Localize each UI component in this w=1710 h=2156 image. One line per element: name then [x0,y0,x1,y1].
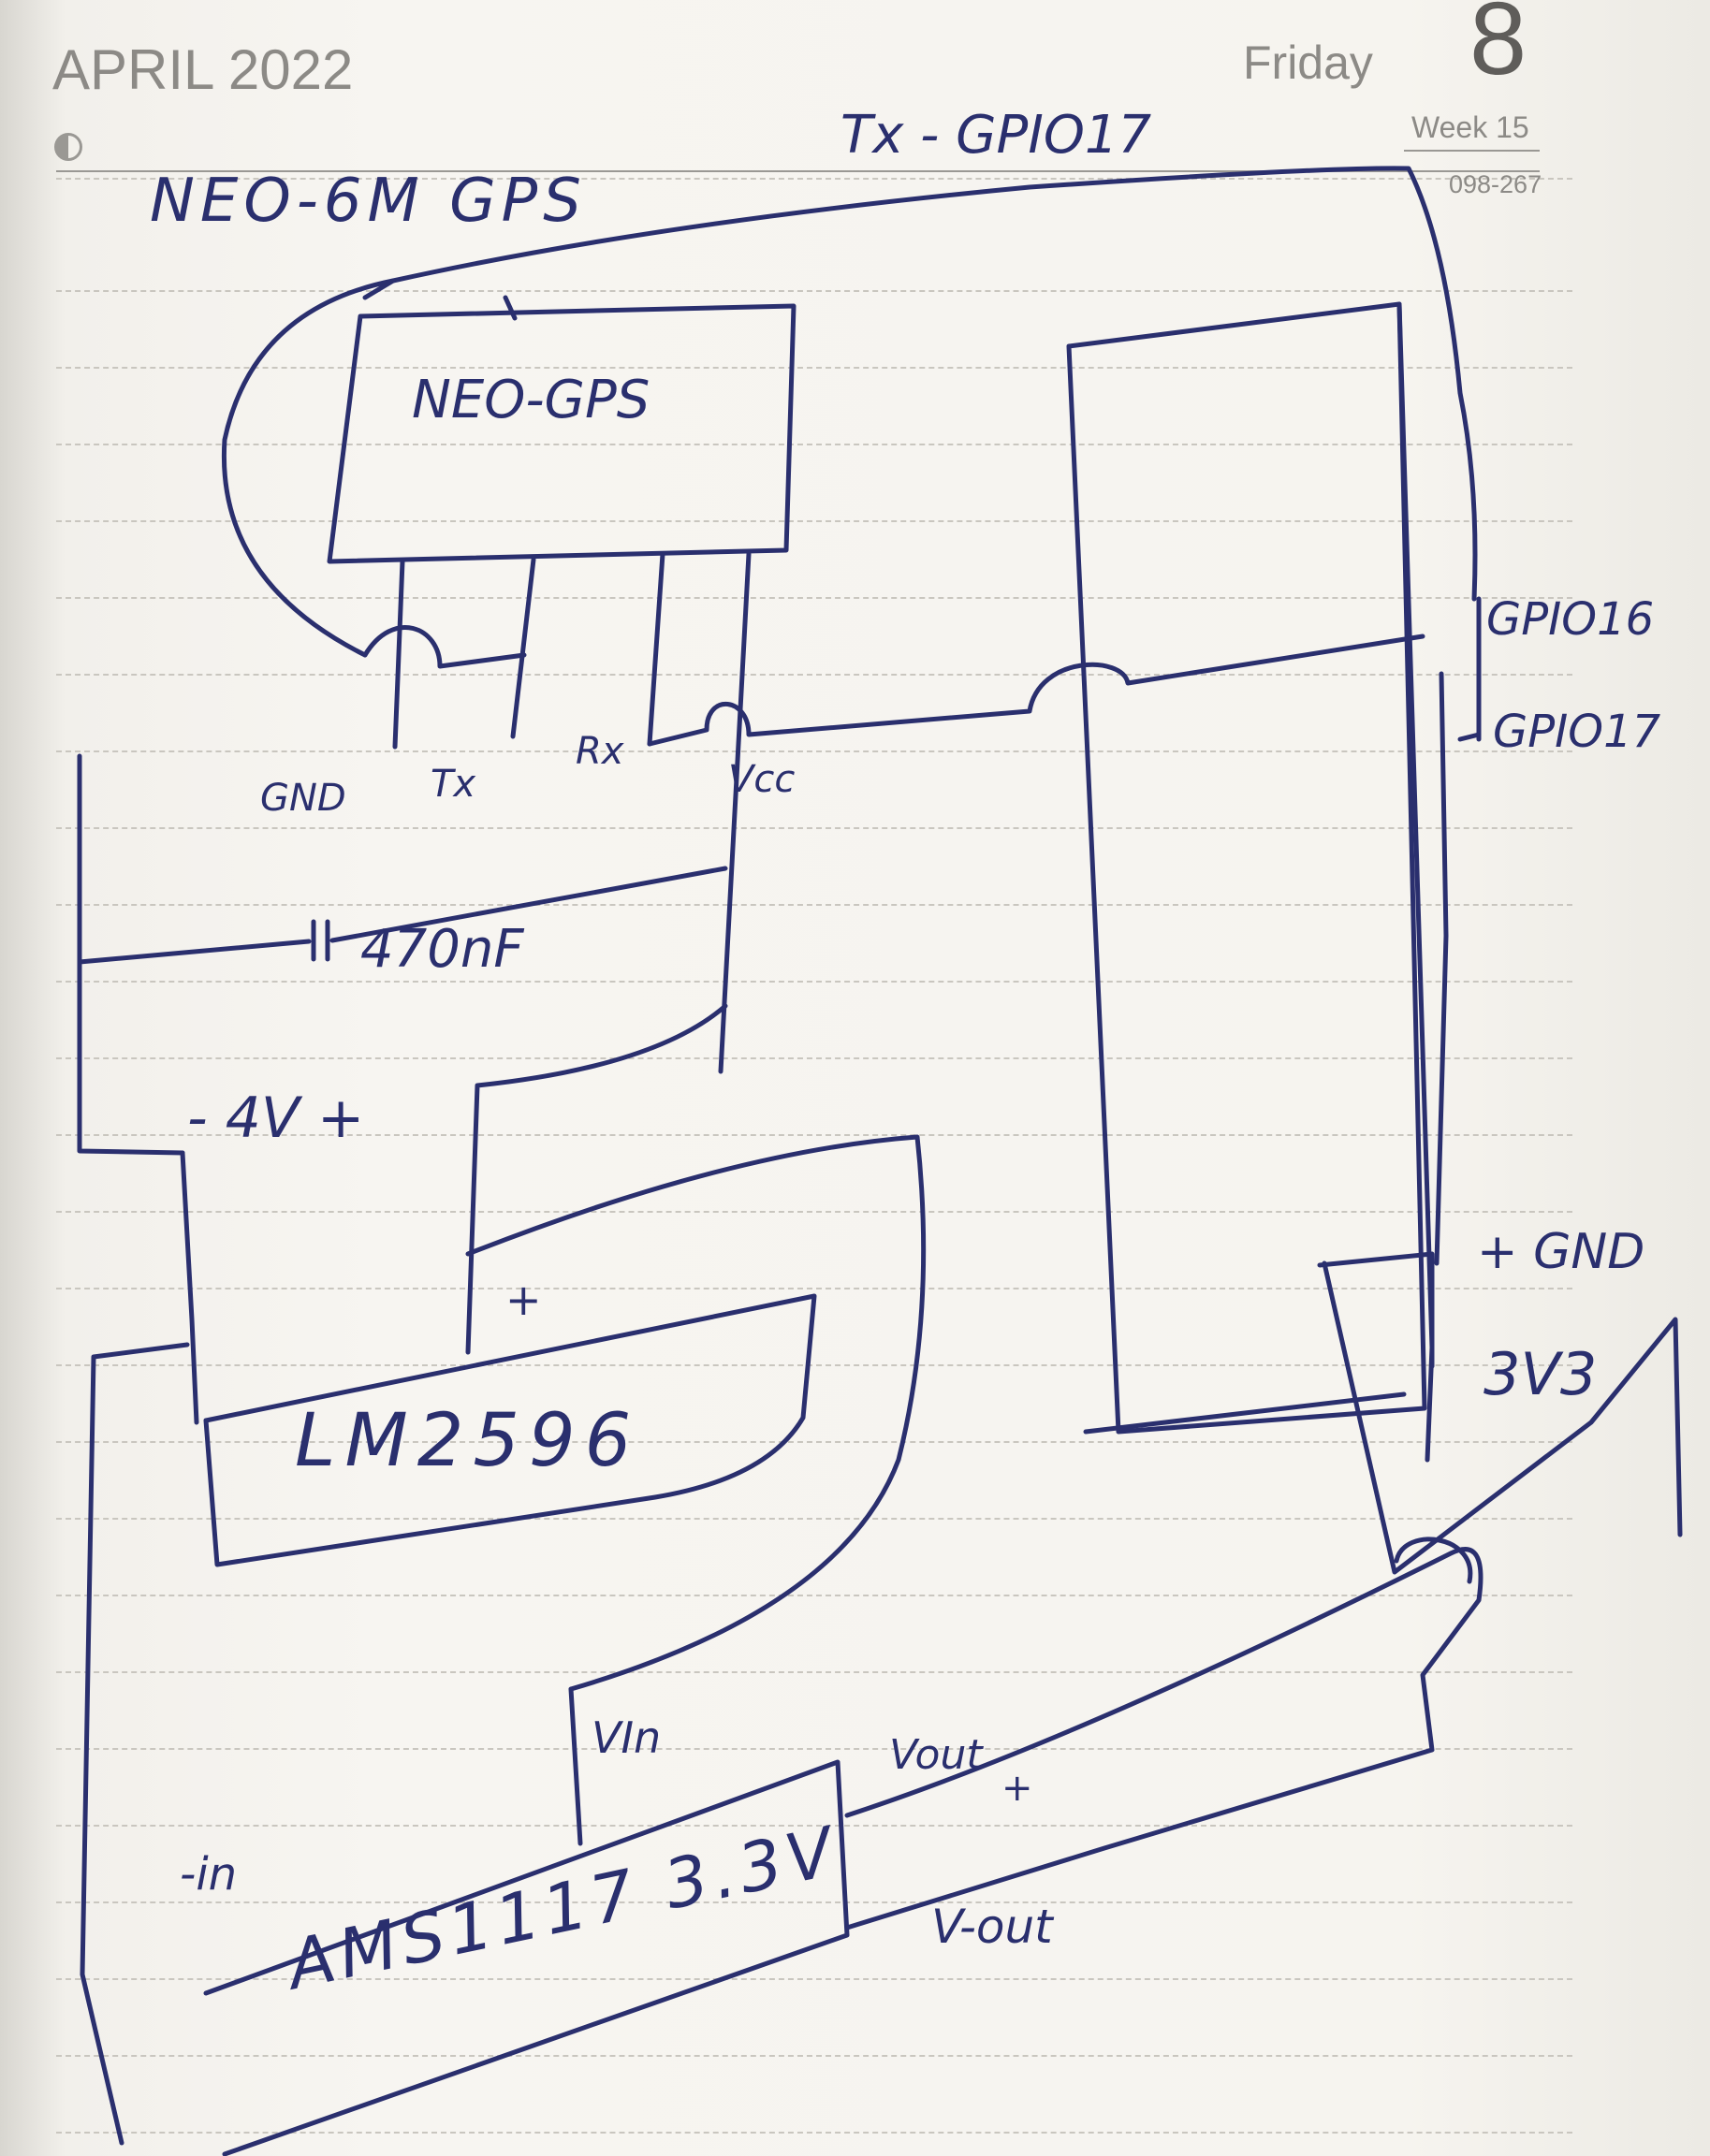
lm2596-box [203,1293,817,1567]
planner-week: Week 15 [1411,110,1529,144]
ruled-line [56,1134,1572,1136]
vin-label: VIn [592,1712,662,1763]
pin-vcc-wire [718,551,752,1074]
ruled-line [56,2055,1572,2057]
neo-gps-module-label: NEO-GPS [412,370,650,430]
gnd-return-wire [1322,1260,1683,1575]
tx-gpio17-label: Tx - GPIO17 [840,105,1152,166]
planner-month: APRIL 2022 [52,38,354,101]
v33-label: 3V3 [1483,1340,1598,1408]
gpio16-label: GPIO16 [1486,593,1655,646]
ruled-line [56,1518,1572,1520]
pin-gnd-wire [392,559,405,750]
ruled-line [56,981,1572,983]
header-rule-right [1404,150,1540,152]
ruled-line [56,2132,1572,2134]
ruled-line [56,1901,1572,1903]
gpio17-label: GPIO17 [1493,706,1661,758]
pin-gnd-label: GND [260,777,346,820]
gnd-left-bus [77,753,185,1156]
ink-marks [362,278,518,321]
vout-plus-mark: + [1001,1767,1033,1810]
vout-minus-label: V-out [931,1900,1053,1954]
planner-day-number: 8 [1469,0,1527,96]
ruled-line [56,1364,1572,1366]
ruled-line [56,444,1572,445]
lm-negative-to-ams [80,1342,190,2146]
pin-rx-label: Rx [576,730,624,773]
cap-right-wire [329,866,728,943]
ruled-line [56,1057,1572,1059]
ruled-line [56,520,1572,522]
ruled-line [56,290,1572,292]
ruled-line [56,1211,1572,1213]
vin-wire [568,1686,583,1846]
tx-loop-wire [221,166,1478,658]
negative-wire [180,1150,199,1425]
gpio-bus [1396,301,1435,1463]
ruled-line [56,1748,1572,1750]
ruled-line [56,1441,1572,1443]
ruled-line [56,750,1572,752]
pin-vcc-label: Vcc [728,758,796,801]
ruled-line [56,1978,1572,1980]
ruled-line [56,1595,1572,1596]
ams-negative-in-label: -in [180,1848,238,1901]
schematic-title: NEO-6M GPS [150,167,587,236]
gpio17-tick [1457,732,1482,742]
cap-left-wire [77,939,312,965]
capacitor-plates [311,919,330,962]
ruled-line [56,178,1572,180]
board-bottom-wire [1083,1391,1407,1435]
tx-hop [362,625,527,669]
capacitor-label: 470nF [360,919,524,980]
moon-phase-icon [54,133,82,161]
header-rule [56,170,1540,172]
gpio17-line [1434,671,1449,1266]
ruled-line [56,1825,1572,1827]
lm2596-label: LM2596 [295,1399,641,1483]
voltage-4v-label: - 4V + [187,1085,365,1151]
positive-wire [465,1003,728,1355]
pin-tx-label: Tx [431,763,476,806]
ruled-line [56,827,1572,829]
lm2596-plus-mark: + [505,1275,542,1325]
planner-weekday: Friday [1243,36,1373,89]
ruled-line [56,1288,1572,1289]
ruled-line [56,367,1572,369]
lm-output-to-vin [465,1134,927,1692]
planner-day-of-year: 098-267 [1449,170,1542,198]
vout-label: Vout [889,1731,983,1779]
rx-to-gpio16-wire [647,634,1425,747]
ams1117-box [203,1759,850,2156]
gnd-label: + GND [1477,1224,1645,1280]
ruled-line [56,674,1572,676]
ruled-line [56,597,1572,599]
gnd-pin-wire [1317,1251,1435,1369]
ruled-line [56,1671,1572,1673]
pin-rx-wire [647,551,665,747]
neo-gps-module-box [327,303,797,564]
ruled-line [56,904,1572,906]
vout-wire [844,1547,1483,1930]
pin-tx-wire [510,557,536,739]
esp32-board [1066,301,1427,1435]
